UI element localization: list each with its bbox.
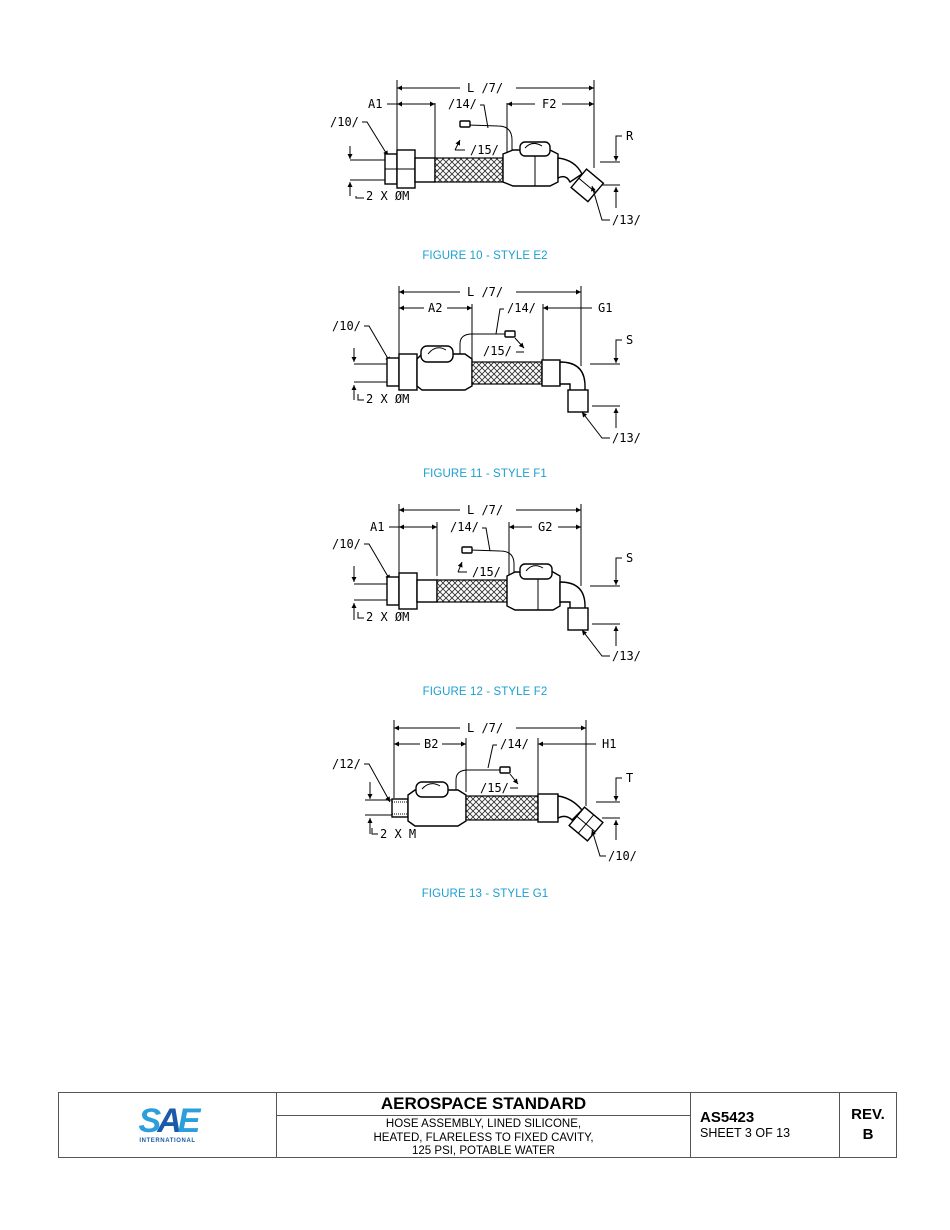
document-number: AS5423	[700, 1109, 755, 1126]
right-fitting-label: /13/	[612, 649, 641, 663]
sae-logo: SAE INTERNATIONAL	[138, 1102, 201, 1144]
hose-drawing-f2: L /7/ A1 G2 /14/ /15/ /10/ 2 X ØM	[332, 503, 641, 663]
figure-caption: FIGURE 12 - STYLE F2	[422, 686, 548, 698]
right-fitting-label: /13/	[612, 213, 641, 227]
description-line: 125 PSI, POTABLE WATER	[412, 1145, 555, 1157]
wire-label: /14/	[507, 301, 536, 315]
figure-caption: FIGURE 10 - STYLE E2	[422, 250, 548, 262]
hose-drawing-g1: L /7/ B2 H1 /14/ /15/ /12/ 2 X M	[332, 720, 637, 863]
right-dim-label: G1	[598, 301, 612, 315]
end-offset-label: S	[626, 333, 633, 347]
left-dim-label: B2	[424, 737, 438, 751]
revision-label: REV.	[851, 1106, 885, 1123]
hose-drawing-e2: L /7/ A1 F2 /14/ /15/ /10/ 2 X ØM	[330, 80, 641, 227]
title-cell: AEROSPACE STANDARD HOSE ASSEMBLY, LINED …	[277, 1093, 691, 1157]
description-line: HOSE ASSEMBLY, LINED SILICONE,	[385, 1118, 582, 1130]
hose-drawing-f1: L /7/ A2 G1 /14/ /15/ /10/ 2 X ØM	[332, 285, 641, 445]
right-fitting-label: /13/	[612, 431, 641, 445]
sheet-number: SHEET 3 OF 13	[700, 1126, 791, 1140]
bore-label: 2 X ØM	[366, 610, 409, 624]
right-dim-label: G2	[538, 520, 552, 534]
right-dim-label: F2	[542, 97, 556, 111]
end-offset-label: S	[626, 551, 633, 565]
wire-end-label: /15/	[470, 143, 499, 157]
end-offset-label: R	[626, 129, 634, 143]
description-line: HEATED, FLARELESS TO FIXED CAVITY,	[373, 1131, 594, 1144]
length-label: L /7/	[467, 285, 503, 299]
wire-label: /14/	[450, 520, 479, 534]
wire-end-label: /15/	[483, 344, 512, 358]
length-label: L /7/	[467, 503, 503, 517]
left-dim-label: A1	[370, 520, 384, 534]
left-dim-label: A2	[428, 301, 442, 315]
document-description: HOSE ASSEMBLY, LINED SILICONE, HEATED, F…	[277, 1116, 690, 1159]
logo-cell: SAE INTERNATIONAL	[59, 1093, 277, 1157]
sae-logo-subtitle: INTERNATIONAL	[139, 1138, 196, 1144]
right-dim-label: H1	[602, 737, 616, 751]
figure-13-style-g1: L /7/ B2 H1 /14/ /15/ /12/ 2 X M	[320, 718, 650, 900]
revision-value: B	[862, 1126, 874, 1143]
left-fitting-label: /10/	[330, 115, 359, 129]
document-heading: AEROSPACE STANDARD	[277, 1093, 690, 1116]
end-offset-label: T	[626, 771, 633, 785]
figure-12-style-f2: L /7/ A1 G2 /14/ /15/ /10/ 2 X ØM	[320, 502, 650, 698]
sae-logo-mark: SAE	[138, 1102, 201, 1140]
wire-label: /14/	[448, 97, 477, 111]
left-fitting-label: /12/	[332, 757, 361, 771]
bore-label: 2 X ØM	[366, 189, 409, 203]
right-fitting-label: /10/	[608, 849, 637, 863]
revision-cell: REV. B	[840, 1093, 896, 1157]
wire-end-label: /15/	[480, 781, 509, 795]
left-dim-label: A1	[368, 97, 382, 111]
left-fitting-label: /10/	[332, 537, 361, 551]
length-label: L /7/	[467, 81, 503, 95]
figure-caption: FIGURE 13 - STYLE G1	[421, 888, 549, 900]
bore-label: 2 X ØM	[366, 392, 409, 406]
document-number-cell: AS5423 SHEET 3 OF 13	[691, 1093, 840, 1157]
wire-label: /14/	[500, 737, 529, 751]
wire-end-label: /15/	[472, 565, 501, 579]
figure-11-style-f1: L /7/ A2 G1 /14/ /15/ /10/ 2 X ØM	[320, 284, 650, 480]
left-fitting-label: /10/	[332, 319, 361, 333]
title-block: SAE INTERNATIONAL AEROSPACE STANDARD HOS…	[58, 1092, 897, 1158]
figure-caption: FIGURE 11 - STYLE F1	[423, 468, 547, 480]
length-label: L /7/	[467, 721, 503, 735]
bore-label: 2 X M	[380, 827, 416, 841]
figure-10-style-e2: L /7/ A1 F2 /14/ /15/ /10/ 2 X ØM	[320, 78, 650, 262]
